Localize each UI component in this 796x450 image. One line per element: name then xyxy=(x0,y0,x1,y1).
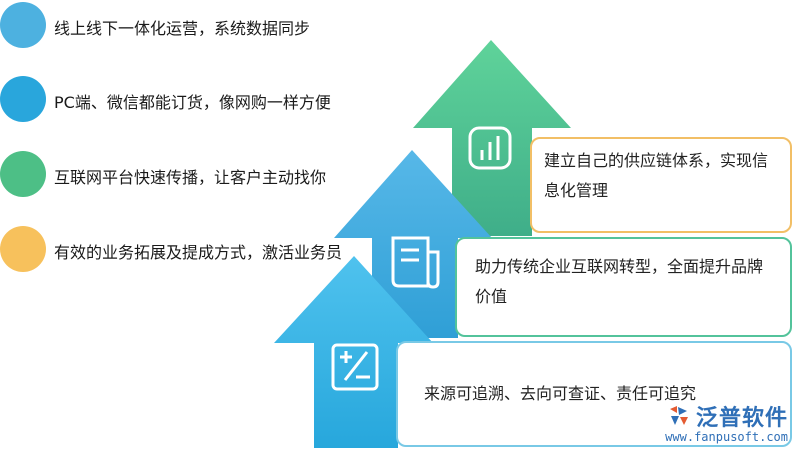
calculator-icon xyxy=(331,343,379,391)
benefit-card-2: 助力传统企业互联网转型，全面提升品牌价值 xyxy=(455,237,792,337)
benefit-card-1: 建立自己的供应链体系，实现信息化管理 xyxy=(530,137,792,233)
arrow-front xyxy=(274,256,433,448)
fanpu-logo-icon xyxy=(669,406,688,425)
feature-dot-2 xyxy=(0,76,46,122)
watermark-url: www.fanpusoft.com xyxy=(665,430,788,444)
feature-text-3: 互联网平台快速传播，让客户主动找你 xyxy=(54,168,327,187)
benefit-text-1: 建立自己的供应链体系，实现信息化管理 xyxy=(544,151,769,200)
feature-item-4: 有效的业务拓展及提成方式，激活业务员 xyxy=(0,226,400,272)
feature-dot-1 xyxy=(0,2,46,48)
feature-text-2: PC端、微信都能订货，像网购一样方便 xyxy=(54,93,331,112)
benefit-text-2: 助力传统企业互联网转型，全面提升品牌价值 xyxy=(475,257,764,306)
document-icon xyxy=(391,236,440,289)
feature-text-1: 线上线下一体化运营，系统数据同步 xyxy=(54,19,311,38)
feature-item-3: 互联网平台快速传播，让客户主动找你 xyxy=(0,151,400,197)
feature-dot-4 xyxy=(0,226,46,272)
benefit-text-3: 来源可追溯、去向可查证、责任可追究 xyxy=(424,384,697,403)
benefit-card-3: 来源可追溯、去向可查证、责任可追究 xyxy=(396,341,792,447)
watermark-name: 泛普软件 xyxy=(695,406,788,431)
feature-text-4: 有效的业务拓展及提成方式，激活业务员 xyxy=(54,243,343,262)
bar-chart-icon xyxy=(468,126,512,170)
feature-item-1: 线上线下一体化运营，系统数据同步 xyxy=(0,2,400,48)
feature-item-2: PC端、微信都能订货，像网购一样方便 xyxy=(0,76,400,122)
watermark: 泛普软件 www.fanpusoft.com xyxy=(665,400,788,444)
feature-dot-3 xyxy=(0,151,46,197)
